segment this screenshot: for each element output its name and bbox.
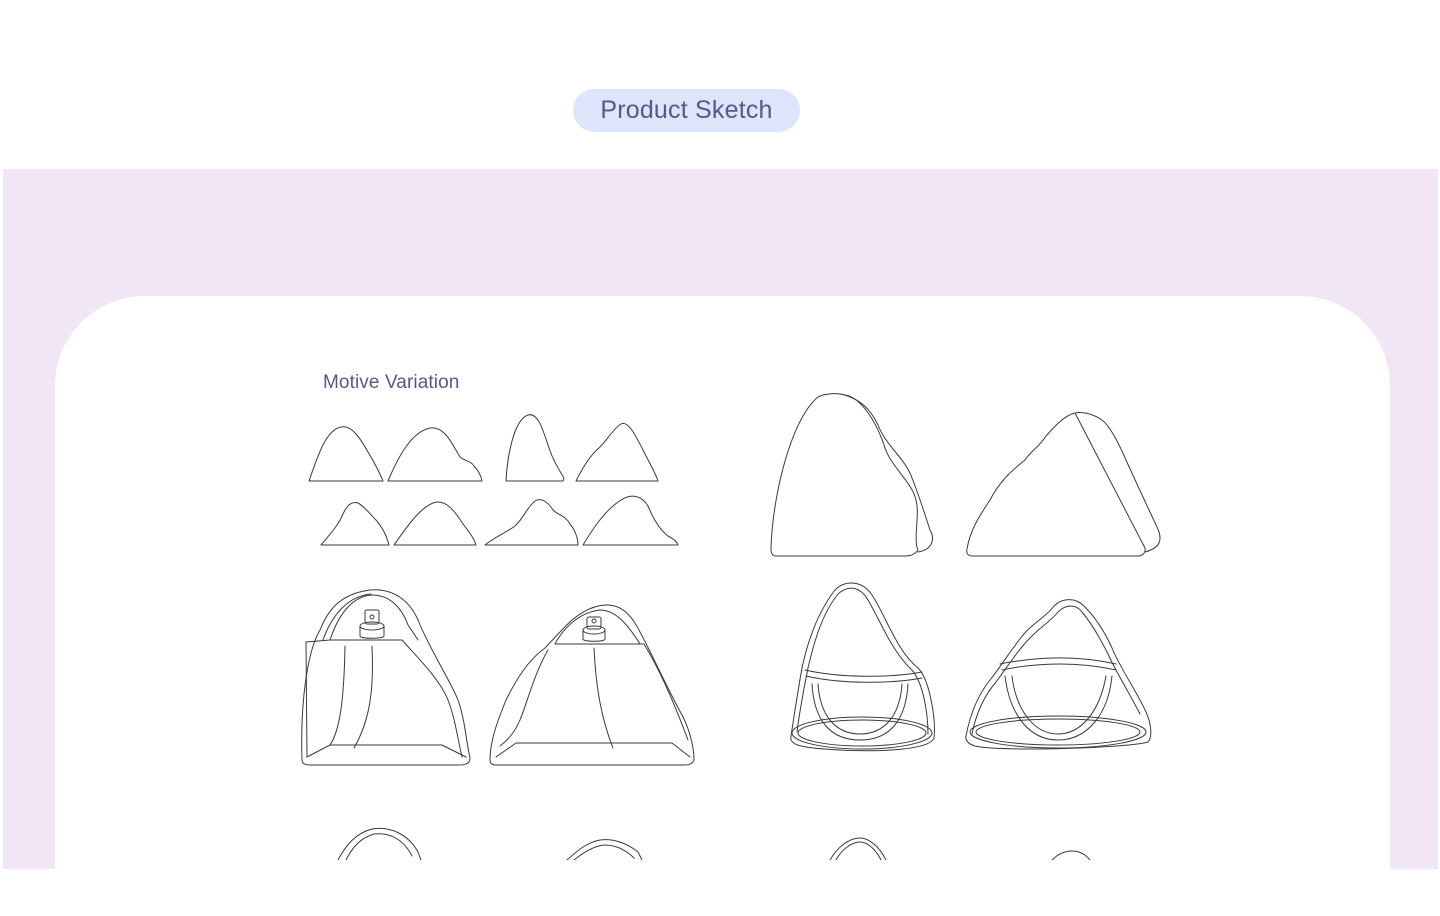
motive-silhouette-3	[505, 414, 565, 482]
sketch-card	[55, 296, 1390, 916]
motive-silhouette-1	[308, 426, 384, 482]
glass-bottle-wide	[965, 599, 1152, 750]
motive-silhouette-8	[582, 495, 679, 546]
glass-bottle-tall	[790, 582, 935, 752]
motive-silhouette-2	[387, 427, 483, 482]
motive-silhouette-5	[320, 502, 390, 546]
product-sketch-title: Product Sketch	[600, 96, 773, 124]
motive-silhouette-6	[393, 501, 477, 546]
solid-bottle-wide	[966, 412, 1161, 557]
sketch-canvas	[301, 393, 1161, 860]
motive-variation-label: Motive Variation	[323, 372, 460, 393]
bottom-row-sketches	[337, 827, 1091, 860]
perfume-bottle-tall	[301, 589, 471, 766]
perfume-bottle-wide	[489, 604, 695, 766]
solid-bottle-tall	[770, 393, 933, 557]
motive-silhouette-4	[575, 422, 659, 482]
product-sketch-badge: Product Sketch	[573, 89, 800, 132]
motive-silhouette-7	[484, 499, 579, 546]
